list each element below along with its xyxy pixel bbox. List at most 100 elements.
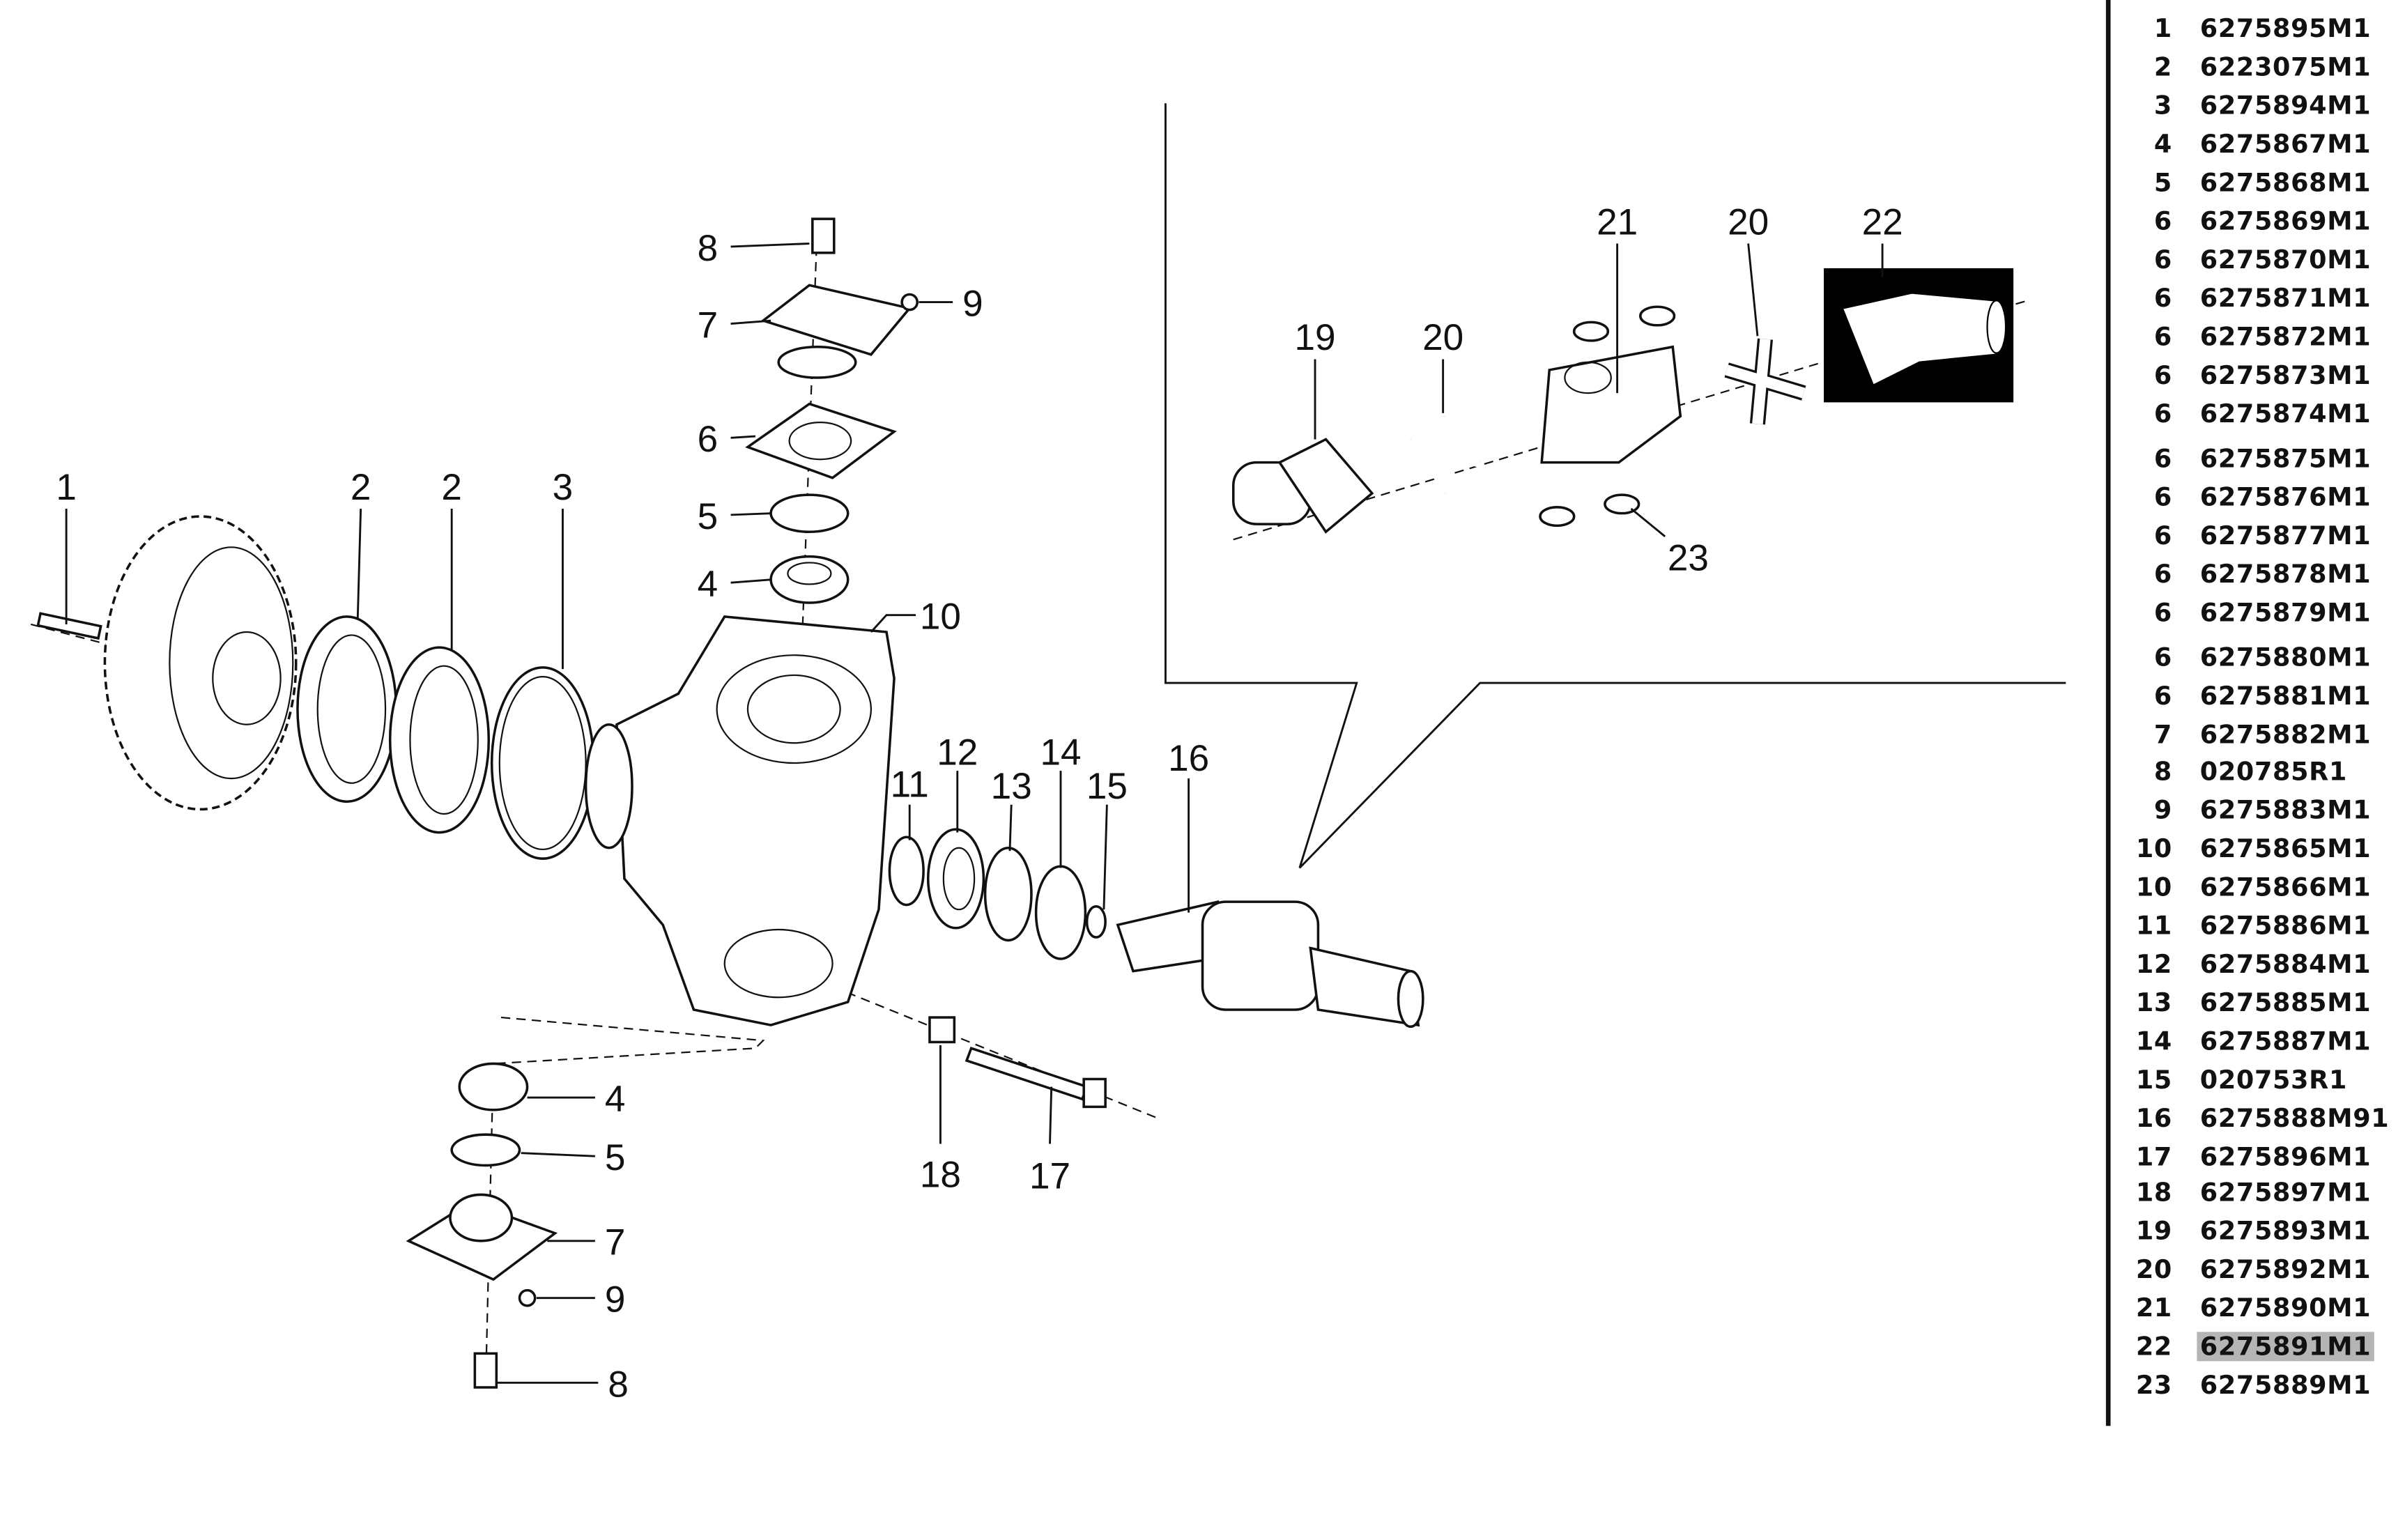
- hub-flange[interactable]: [103, 515, 298, 811]
- part-number[interactable]: 6275874M1: [2199, 398, 2372, 428]
- part-number[interactable]: 6275882M1: [2199, 718, 2372, 749]
- part-number[interactable]: 6275889M1: [2199, 1369, 2372, 1399]
- yoke-19[interactable]: [1231, 438, 1374, 534]
- bearing-cap-7-bottom[interactable]: [406, 1193, 558, 1281]
- bearing-cap-7-top[interactable]: [760, 284, 912, 379]
- o-ring-15[interactable]: [1085, 905, 1107, 939]
- part-number[interactable]: 6275870M1: [2199, 244, 2372, 274]
- bearing-4-bottom[interactable]: [458, 1062, 529, 1111]
- part-number[interactable]: 020753R1: [2199, 1064, 2348, 1094]
- part-number[interactable]: 6275888M91: [2199, 1102, 2390, 1132]
- part-number-highlighted[interactable]: 6275891M1: [2197, 1331, 2374, 1361]
- part-number[interactable]: 6275873M1: [2199, 360, 2372, 390]
- snap-rings-23[interactable]: [1539, 305, 1676, 528]
- part-number[interactable]: 6275865M1: [2199, 833, 2372, 863]
- yoke-22-highlighted[interactable]: [1824, 268, 2014, 403]
- steering-knuckle-housing[interactable]: [584, 615, 896, 1026]
- bolt-1[interactable]: [36, 612, 102, 640]
- part-number[interactable]: 6275894M1: [2199, 90, 2372, 120]
- o-ring-5-top[interactable]: [769, 493, 850, 533]
- part-number[interactable]: 6275868M1: [2199, 167, 2372, 197]
- part-number[interactable]: 6275885M1: [2199, 987, 2372, 1017]
- shim-6[interactable]: [745, 402, 897, 479]
- snap-ring-11[interactable]: [888, 836, 925, 907]
- grease-fitting-9-bottom[interactable]: [518, 1288, 537, 1307]
- part-number[interactable]: 6275881M1: [2199, 680, 2372, 710]
- cap-screw-8-top[interactable]: [811, 217, 836, 254]
- grease-fitting-9-top[interactable]: [900, 293, 919, 311]
- part-number[interactable]: 6275884M1: [2199, 948, 2372, 978]
- part-number[interactable]: 6275887M1: [2199, 1026, 2372, 1056]
- part-number[interactable]: 6275893M1: [2199, 1215, 2372, 1245]
- part-number[interactable]: 6275876M1: [2199, 482, 2372, 511]
- part-number[interactable]: 6275896M1: [2199, 1141, 2372, 1171]
- center-yoke-21[interactable]: [1540, 345, 1682, 464]
- seal-14[interactable]: [1034, 865, 1087, 960]
- cross-20a[interactable]: [1408, 416, 1482, 493]
- part-number[interactable]: 6275883M1: [2199, 794, 2372, 824]
- bolt-17[interactable]: [965, 1047, 1107, 1109]
- seal-2a[interactable]: [296, 615, 398, 803]
- bearing-4-top[interactable]: [769, 555, 850, 604]
- bearing-12[interactable]: [926, 828, 985, 930]
- part-number[interactable]: 6275879M1: [2199, 597, 2372, 627]
- part-number[interactable]: 020785R1: [2199, 756, 2348, 786]
- part-number[interactable]: 6275880M1: [2199, 642, 2372, 672]
- part-number[interactable]: 6275886M1: [2199, 910, 2372, 940]
- o-ring-5-bottom[interactable]: [450, 1133, 521, 1167]
- drive-shaft-assembly-16[interactable]: [1116, 900, 1424, 1029]
- part-number[interactable]: 6275869M1: [2199, 206, 2372, 236]
- cross-20b[interactable]: [1724, 338, 1806, 425]
- snap-ring-13[interactable]: [983, 846, 1033, 942]
- nut-18[interactable]: [928, 1016, 956, 1044]
- seal-2b[interactable]: [388, 646, 491, 834]
- part-number[interactable]: 6275890M1: [2199, 1292, 2372, 1322]
- cap-screw-8-bottom[interactable]: [473, 1352, 498, 1389]
- part-number[interactable]: 6275867M1: [2199, 128, 2372, 158]
- part-number[interactable]: 6275871M1: [2199, 282, 2372, 312]
- part-number[interactable]: 6275875M1: [2199, 443, 2372, 473]
- part-number[interactable]: 6275897M1: [2199, 1177, 2372, 1207]
- ring-3[interactable]: [490, 666, 595, 860]
- part-number[interactable]: 6275872M1: [2199, 321, 2372, 351]
- part-number[interactable]: 6275895M1: [2199, 13, 2372, 43]
- part-number[interactable]: 6223075M1: [2199, 52, 2372, 82]
- part-number[interactable]: 6275877M1: [2199, 520, 2372, 550]
- part-number[interactable]: 6275866M1: [2199, 871, 2372, 902]
